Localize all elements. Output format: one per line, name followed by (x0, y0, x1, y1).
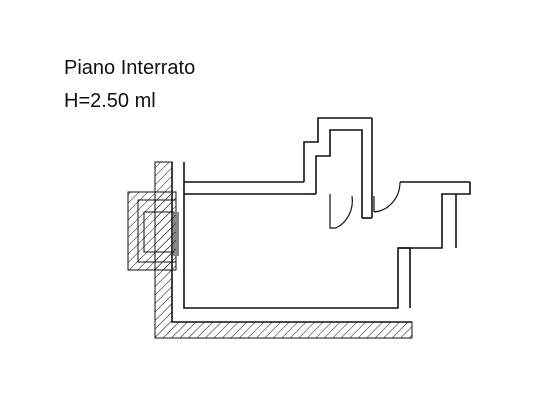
door-left-leaf (329, 194, 336, 229)
lightwell-frame (137, 199, 177, 263)
stair-niche-inner (315, 129, 363, 218)
door-left-arc (335, 195, 353, 229)
right-lower-wall (398, 247, 411, 308)
ground-hatch (154, 161, 413, 339)
floor-name-label: Piano Interrato (64, 57, 196, 79)
inner-wall-left (183, 162, 471, 309)
door-right-arc (373, 181, 401, 213)
outer-wall (171, 162, 412, 323)
lightwell-hatch (127, 191, 177, 271)
stair-niche-outer (303, 117, 372, 182)
ceiling-height-label: H=2.50 ml (64, 90, 156, 112)
